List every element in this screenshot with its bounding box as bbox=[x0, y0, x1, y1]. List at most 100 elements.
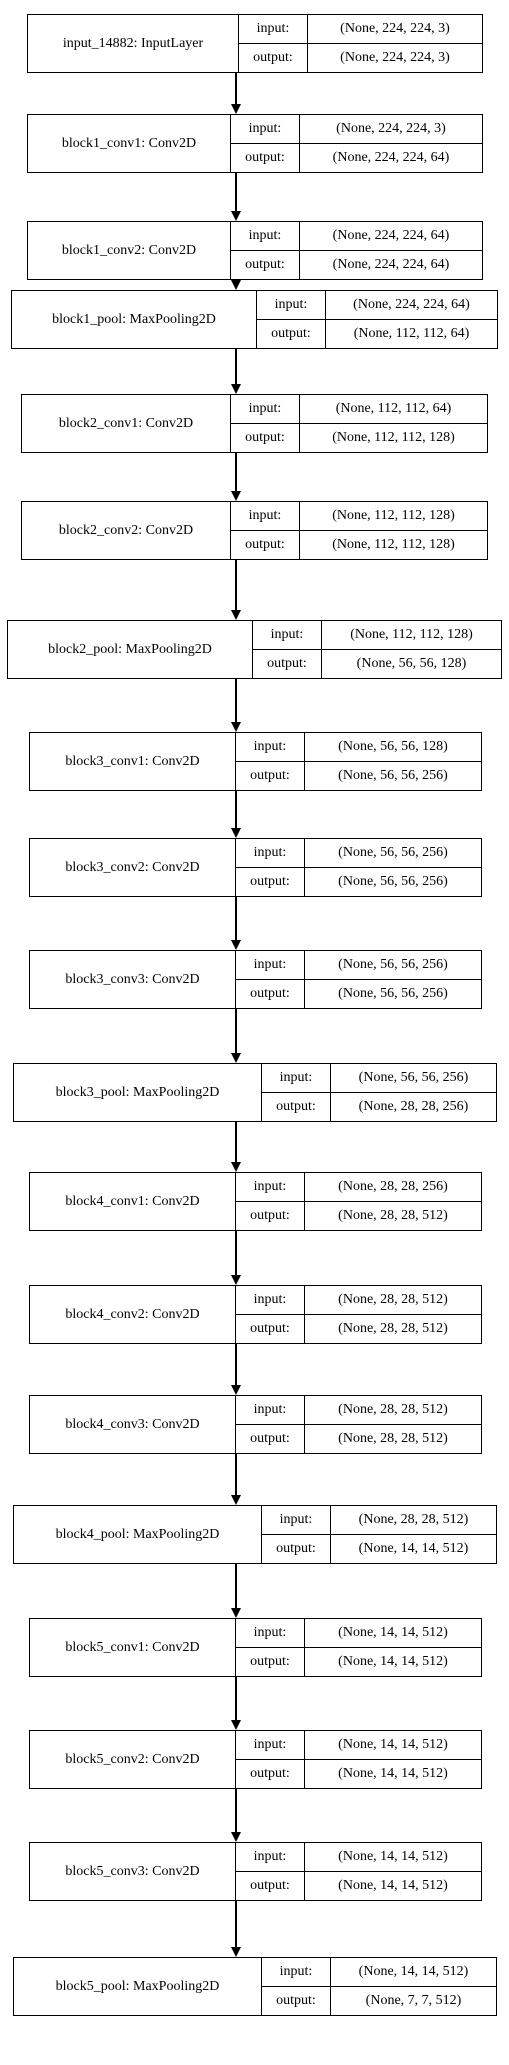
output-label: output: bbox=[276, 1099, 316, 1114]
arrow-head-icon bbox=[231, 722, 241, 732]
output-shape: (None, 28, 28, 512) bbox=[338, 1321, 448, 1336]
shape-values: (None, 56, 56, 256) (None, 56, 56, 256) bbox=[305, 951, 481, 1008]
io-labels: input:output: bbox=[236, 839, 305, 896]
input-shape: (None, 112, 112, 64) bbox=[300, 395, 487, 424]
output-shape: (None, 224, 224, 64) bbox=[332, 257, 450, 272]
output-shape: (None, 28, 28, 256) bbox=[358, 1099, 469, 1114]
input-label: input: bbox=[236, 1731, 304, 1760]
output-shape: (None, 56, 56, 128) bbox=[356, 656, 467, 671]
output-shape: (None, 56, 56, 256) bbox=[338, 768, 448, 783]
layer-label: block3_conv1: Conv2D bbox=[30, 733, 236, 790]
shape-values: (None, 224, 224, 3)(None, 224, 224, 3) bbox=[308, 15, 482, 72]
io-labels: input:output: bbox=[236, 1173, 305, 1230]
arrow-head-icon bbox=[231, 491, 241, 501]
layer-label: block4_conv2: Conv2D bbox=[30, 1286, 236, 1343]
edge-line bbox=[235, 560, 237, 610]
input-shape: (None, 14, 14, 512) bbox=[305, 1731, 481, 1760]
io-labels: input:output: bbox=[236, 733, 305, 790]
output-shape: (None, 56, 56, 256) bbox=[338, 986, 448, 1001]
input-shape: (None, 56, 56, 256) bbox=[305, 839, 481, 868]
shape-values: (None, 28, 28, 512)(None, 28, 28, 512) bbox=[305, 1286, 481, 1343]
arrow-head-icon bbox=[231, 1275, 241, 1285]
input-label: input: bbox=[262, 1064, 330, 1093]
input-label: input: bbox=[236, 1843, 304, 1872]
shape-values: (None, 14, 14, 512)(None, 7, 7, 512) bbox=[331, 1958, 496, 2015]
arrow-head-icon bbox=[231, 1053, 241, 1063]
shape-values: (None, 14, 14, 512)(None, 14, 14, 512) bbox=[305, 1843, 481, 1900]
layer-label: block1_conv2: Conv2D bbox=[28, 222, 231, 279]
arrow-head-icon bbox=[231, 280, 241, 290]
output-shape: (None, 112, 112, 128) bbox=[332, 430, 455, 445]
input-label: input: bbox=[236, 1619, 304, 1648]
io-labels: input:output: bbox=[262, 1506, 331, 1563]
shape-values: (None, 28, 28, 256)(None, 28, 28, 512) bbox=[305, 1173, 481, 1230]
input-label: input: bbox=[239, 15, 307, 44]
edge-line bbox=[235, 453, 237, 491]
input-label: input: bbox=[231, 502, 299, 531]
input-label: input: bbox=[236, 1286, 304, 1315]
input-label: input: bbox=[236, 1173, 304, 1202]
shape-values: (None, 112, 112, 128)(None, 112, 112, 12… bbox=[300, 502, 487, 559]
shape-values: (None, 112, 112, 128)(None, 56, 56, 128) bbox=[322, 621, 501, 678]
shape-values: (None, 14, 14, 512)(None, 14, 14, 512) bbox=[305, 1731, 481, 1788]
output-label: output: bbox=[271, 326, 311, 341]
arrow-head-icon bbox=[231, 1720, 241, 1730]
input-label: input: bbox=[262, 1506, 330, 1535]
layer-label: block2_pool: MaxPooling2D bbox=[8, 621, 253, 678]
layer-label: block3_conv3: Conv2D bbox=[30, 951, 236, 1008]
edge-line bbox=[235, 173, 237, 211]
input-label: input: bbox=[231, 395, 299, 424]
layer-label: block2_conv2: Conv2D bbox=[22, 502, 231, 559]
input-label: input: bbox=[231, 222, 299, 251]
input-shape: (None, 224, 224, 64) bbox=[326, 291, 497, 320]
edge-line bbox=[235, 73, 237, 104]
edge-line bbox=[235, 1789, 237, 1832]
output-shape: (None, 28, 28, 512) bbox=[338, 1431, 448, 1446]
output-label: output: bbox=[250, 768, 290, 783]
io-labels: input:output: bbox=[253, 621, 322, 678]
io-labels: input: output: bbox=[236, 1286, 305, 1343]
edge-line bbox=[235, 679, 237, 722]
arrow-head-icon bbox=[231, 1832, 241, 1842]
output-label: output: bbox=[245, 430, 285, 445]
io-labels: input:output: bbox=[236, 951, 305, 1008]
layer-label: block4_pool: MaxPooling2D bbox=[14, 1506, 262, 1563]
shape-values: (None, 28, 28, 512)(None, 14, 14, 512) bbox=[331, 1506, 496, 1563]
output-label: output: bbox=[245, 257, 285, 272]
layer-label: block4_conv1: Conv2D bbox=[30, 1173, 236, 1230]
layer-label: block2_conv1: Conv2D bbox=[22, 395, 231, 452]
arrow-head-icon bbox=[231, 1385, 241, 1395]
input-shape: (None, 224, 224, 3) bbox=[308, 15, 482, 44]
output-label: output: bbox=[250, 1321, 290, 1336]
layer-label: block5_conv1: Conv2D bbox=[30, 1619, 236, 1676]
output-label: output: bbox=[253, 50, 293, 65]
input-shape: (None, 56, 56, 128) bbox=[305, 733, 481, 762]
shape-values: (None, 56, 56, 256)(None, 28, 28, 256) bbox=[331, 1064, 496, 1121]
output-label: output: bbox=[276, 1993, 316, 2008]
io-labels: input: output: bbox=[262, 1064, 331, 1121]
io-labels: input:output: bbox=[262, 1958, 331, 2015]
output-shape: (None, 14, 14, 512) bbox=[358, 1541, 469, 1556]
output-shape: (None, 14, 14, 512) bbox=[338, 1654, 448, 1669]
layer-label: block5_conv2: Conv2D bbox=[30, 1731, 236, 1788]
input-label: input: bbox=[253, 621, 321, 650]
arrow-head-icon bbox=[231, 104, 241, 114]
layer-label: block5_conv3: Conv2D bbox=[30, 1843, 236, 1900]
input-label: input: bbox=[236, 839, 304, 868]
edge-line bbox=[235, 897, 237, 940]
arrow-head-icon bbox=[231, 1947, 241, 1957]
input-shape: (None, 56, 56, 256) bbox=[305, 951, 481, 980]
layer-label: block3_pool: MaxPooling2D bbox=[14, 1064, 262, 1121]
arrow-head-icon bbox=[231, 1162, 241, 1172]
